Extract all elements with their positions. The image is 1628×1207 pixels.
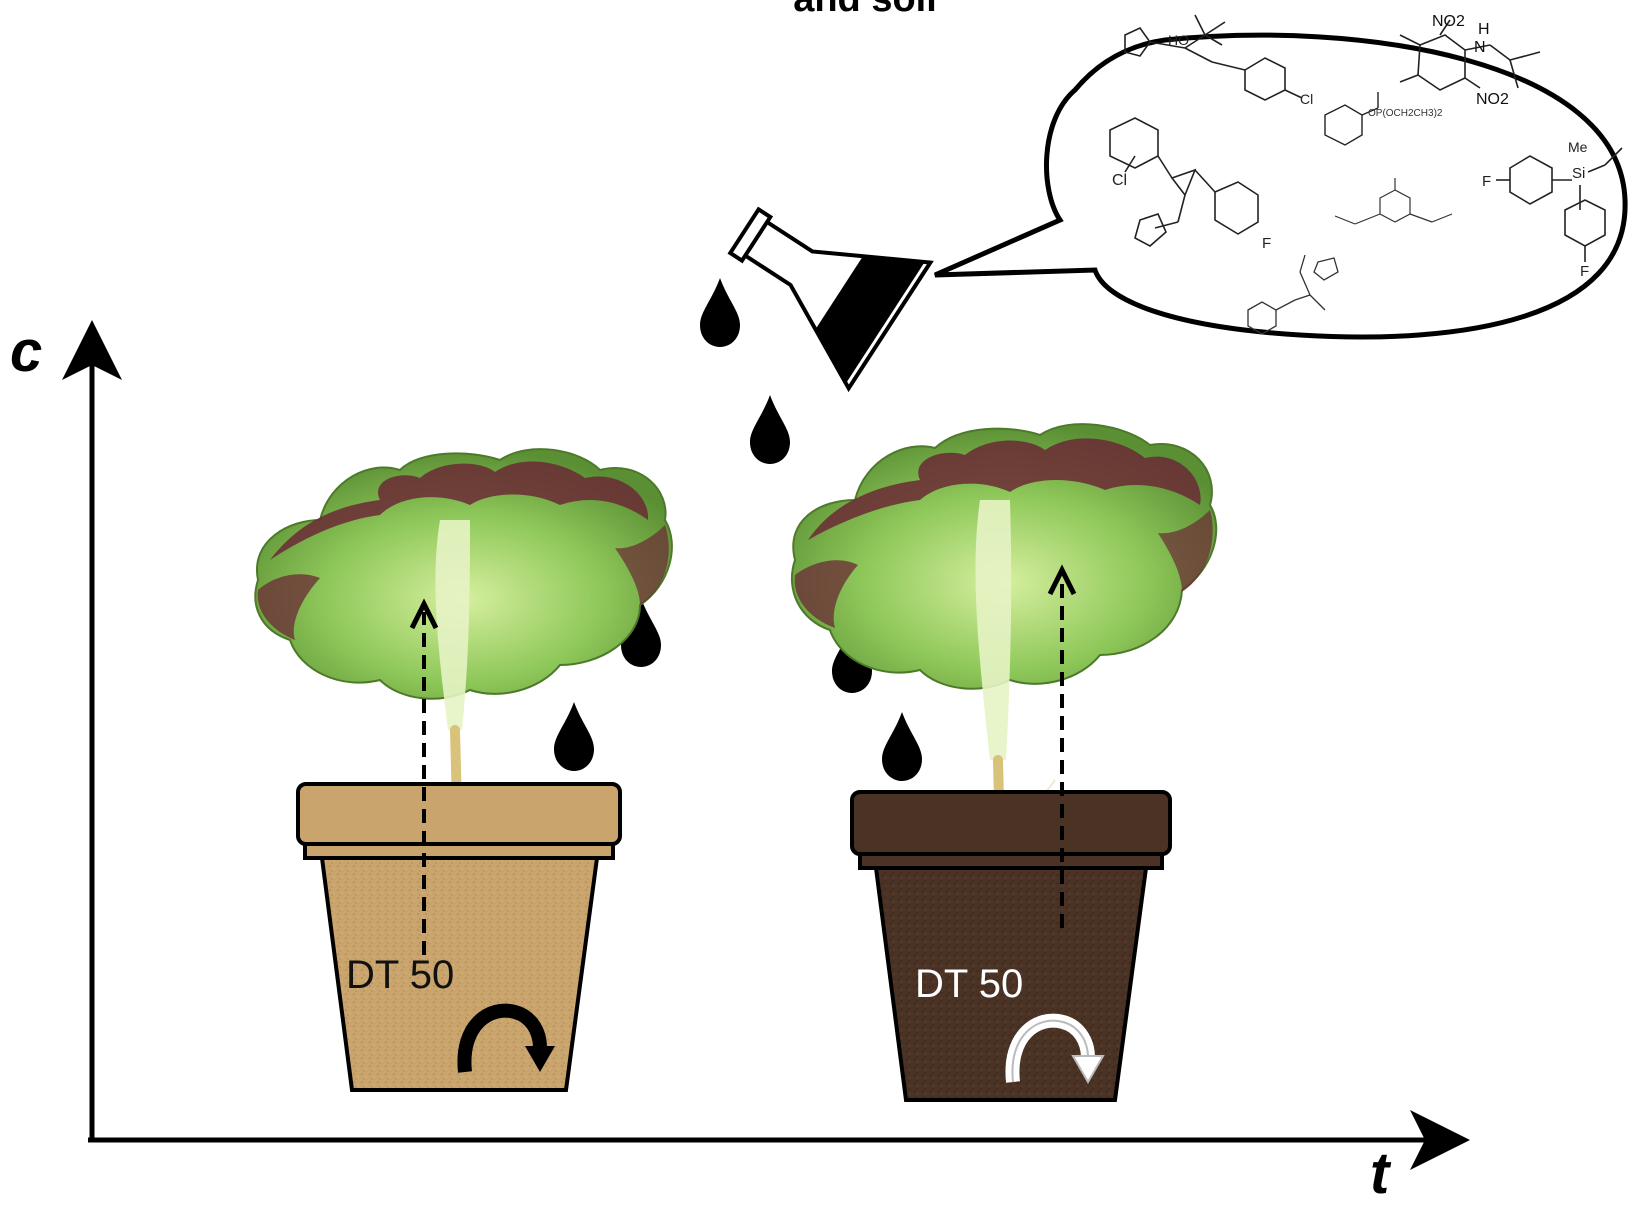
pot-left <box>298 784 620 1090</box>
drop-icon <box>554 702 594 771</box>
label-ho: HO <box>1168 32 1189 48</box>
label-no2-bottom: NO2 <box>1476 91 1509 108</box>
dt50-label-left: DT 50 <box>346 953 454 998</box>
label-no2-top: NO2 <box>1432 13 1465 30</box>
label-f-a: F <box>1262 235 1271 252</box>
label-me: Me <box>1568 139 1588 155</box>
label-op-group: OP(OCH2CH3)2 <box>1368 108 1443 119</box>
figure-title-partial: and soil <box>700 0 1030 18</box>
label-si: Si <box>1572 165 1585 182</box>
label-cl-a: Cl <box>1300 91 1313 107</box>
drop-icon <box>882 712 922 781</box>
erlenmeyer-flask-icon <box>704 168 931 388</box>
label-h: H <box>1478 21 1490 38</box>
chemical-structures-bubble: HO Cl NO2 H N NO2 OP(OCH2CH3)2 <box>935 13 1625 337</box>
drop-icon <box>750 395 790 464</box>
label-f-c: F <box>1580 263 1589 280</box>
y-axis-label: c <box>10 318 42 385</box>
label-cl-b: Cl <box>1112 172 1127 189</box>
drop-icon <box>700 278 740 347</box>
label-n: N <box>1474 39 1486 56</box>
x-axis-label: t <box>1370 1140 1389 1207</box>
dt50-label-right: DT 50 <box>915 962 1023 1007</box>
label-f-b: F <box>1482 173 1491 190</box>
